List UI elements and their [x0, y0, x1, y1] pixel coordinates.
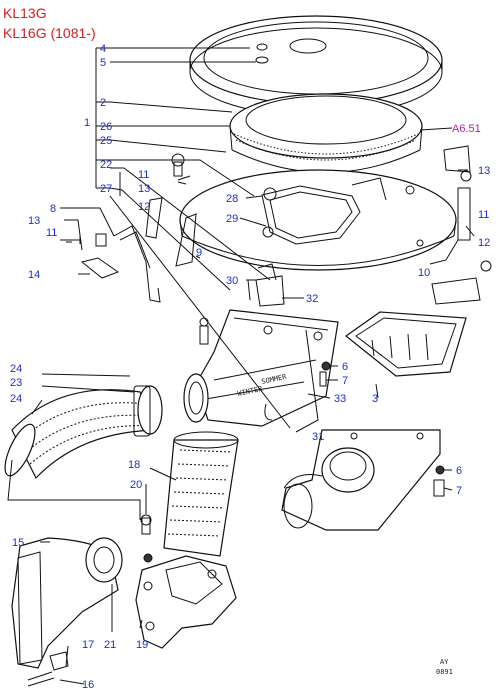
- callout-24-upper: 24: [10, 363, 22, 375]
- footer-code-line1: AY: [440, 658, 449, 666]
- callout-6-upper: 6: [342, 361, 348, 373]
- callout-26: 26: [100, 121, 112, 133]
- callout-32: 32: [306, 293, 318, 305]
- heat-shroud: [281, 429, 441, 531]
- diagram-title-line1: KL13G: [3, 5, 47, 21]
- diagram-title-line2: KL16G (1081-): [3, 25, 96, 41]
- callout-30: 30: [226, 275, 238, 287]
- callout-6-lower: 6: [456, 465, 462, 477]
- callout-22: 22: [100, 159, 112, 171]
- callout-17: 17: [82, 639, 94, 651]
- callout-33: 33: [334, 393, 346, 405]
- corrugated-hose-upper: [4, 385, 163, 480]
- callout-2: 2: [100, 97, 106, 109]
- reference-code: A6.51: [452, 123, 481, 135]
- callout-11-left: 11: [138, 169, 149, 181]
- callout-13-left: 13: [138, 183, 150, 195]
- callout-13-right: 13: [478, 165, 490, 177]
- callout-8: 8: [50, 203, 56, 215]
- manifold-adapter: [135, 555, 237, 649]
- callout-23: 23: [10, 377, 22, 389]
- callout-31: 31: [312, 431, 324, 443]
- footer-code-line2: 0891: [436, 668, 453, 676]
- air-cleaner-base: [179, 169, 457, 271]
- callout-1: 1: [84, 117, 90, 129]
- callout-25: 25: [100, 135, 112, 147]
- callout-21: 21: [104, 639, 116, 651]
- inlet-duct: SOMMER WINTER: [183, 309, 339, 433]
- callout-7-upper: 7: [342, 375, 348, 387]
- callout-11-far: 11: [46, 227, 57, 239]
- callout-9: 9: [196, 247, 202, 259]
- callout-14: 14: [28, 269, 40, 281]
- callout-5: 5: [100, 57, 106, 69]
- callout-4: 4: [100, 43, 106, 55]
- callout-15: 15: [12, 537, 24, 549]
- callout-20: 20: [130, 479, 142, 491]
- callout-7-lower: 7: [456, 485, 462, 497]
- callout-numbers: 1 4 5 2 26 25 22 27 11 13 12 8 13 11 14 …: [10, 43, 490, 691]
- callout-16: 16: [82, 679, 94, 691]
- filter-element: [229, 93, 423, 173]
- intake-elbow: [11, 537, 123, 669]
- corrugated-hose-lower: [163, 431, 239, 557]
- callout-19: 19: [136, 639, 148, 651]
- callout-27: 27: [100, 183, 112, 195]
- hardware: [27, 145, 492, 687]
- callout-29: 29: [226, 213, 238, 225]
- callout-13-far: 13: [28, 215, 40, 227]
- callout-10: 10: [418, 267, 430, 279]
- callout-18: 18: [128, 459, 140, 471]
- gasket: [345, 311, 467, 377]
- callout-24-lower: 24: [10, 393, 22, 405]
- callout-28: 28: [226, 193, 238, 205]
- callout-12-right: 12: [478, 237, 490, 249]
- callout-12-left: 12: [138, 201, 150, 213]
- leader-lines: [7, 47, 475, 685]
- callout-3: 3: [372, 393, 378, 405]
- callout-11-right: 11: [478, 209, 489, 221]
